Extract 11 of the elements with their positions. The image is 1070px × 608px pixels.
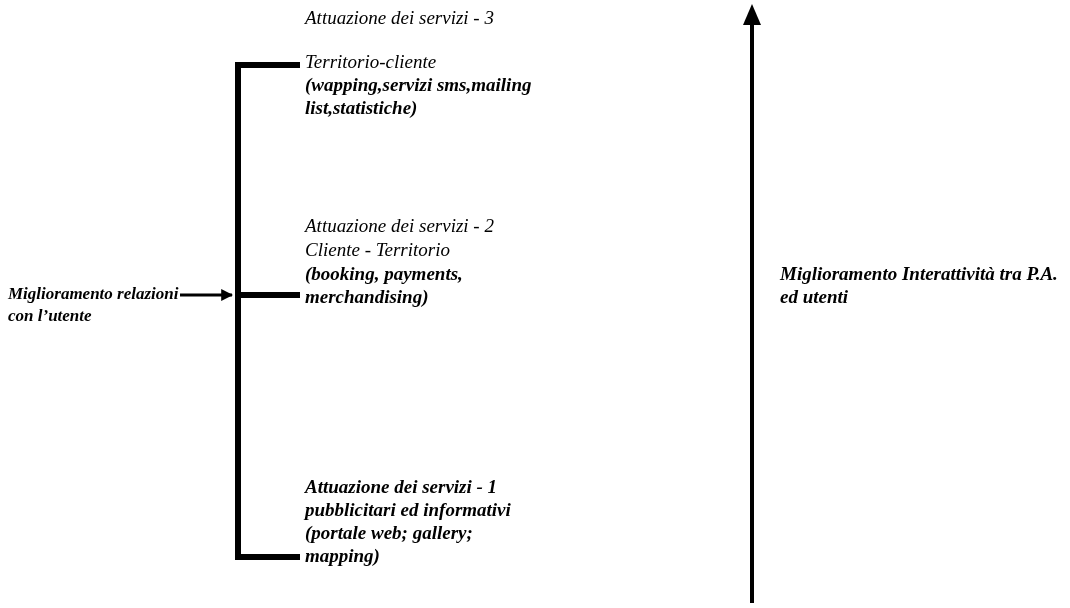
note-text: Miglioramento relazioni con l’utente bbox=[8, 283, 180, 358]
description-text: (booking, payments, merchandising) bbox=[305, 263, 463, 307]
heading-text: Territorio-cliente bbox=[305, 51, 437, 72]
description-text: (wapping,servizi sms,mailing list,statistiche) bbox=[305, 74, 532, 118]
bracket bbox=[232, 62, 300, 560]
heading-text: Cliente - Territorio bbox=[305, 239, 450, 260]
description-text: Attuazione dei servizi - 1 pubblicitari ed informativi (portale web; gallery; mapping) bbox=[305, 476, 511, 566]
heading-text: Attuazione dei servizi - 3 bbox=[305, 7, 494, 28]
arrow bbox=[180, 289, 234, 301]
description-text: Miglioramento Interattività tra P.A. ed utenti bbox=[780, 263, 1058, 307]
heading-text: Attuazione dei servizi - 2 bbox=[305, 215, 494, 236]
